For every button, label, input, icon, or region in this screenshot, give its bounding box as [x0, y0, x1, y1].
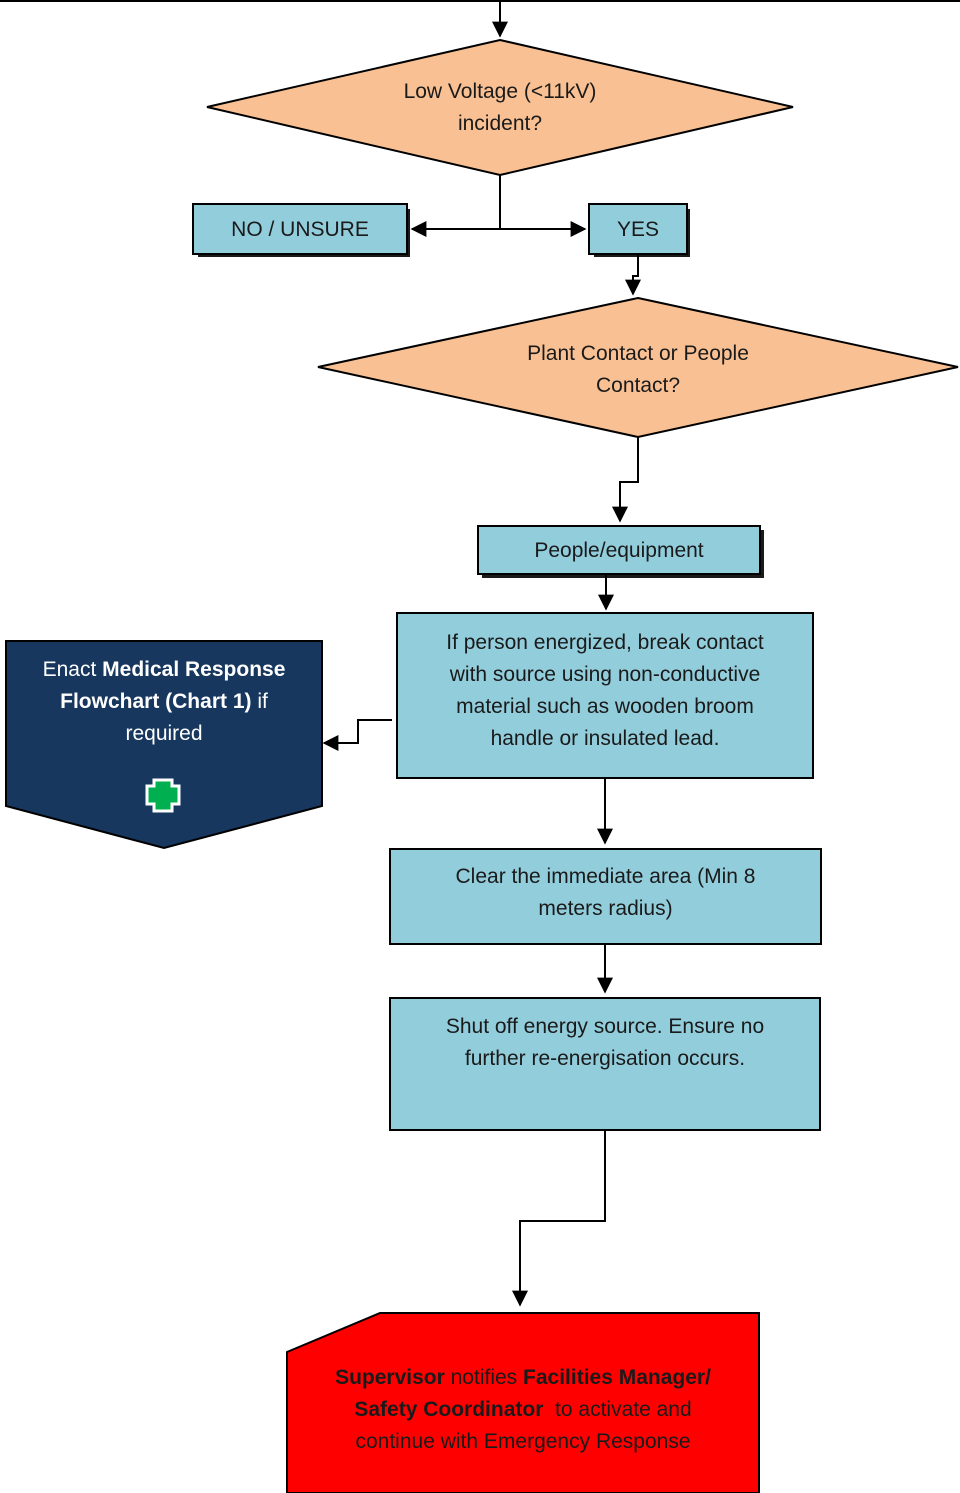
supervisor-line3: continue with Emergency Response	[355, 1430, 691, 1453]
connector-yes-to-decision2	[625, 254, 641, 296]
clear-area-text: Clear the immediate area (Min 8 meters r…	[390, 860, 821, 926]
break-contact-line3: material such as wooden broom	[456, 695, 754, 718]
decision2-line2: Contact?	[595, 374, 681, 397]
connector-shutoff-to-supervisor	[512, 1130, 606, 1307]
medical-response-text: Enact Medical Response Flowchart (Chart …	[10, 652, 318, 752]
decision-contact-type-text: Plant Contact or People Contact?	[468, 337, 808, 403]
break-contact-line4: handle or insulated lead.	[490, 727, 720, 750]
shut-off-line1: Shut off energy source. Ensure no	[445, 1015, 765, 1038]
supervisor-mid2: to activate and	[543, 1398, 692, 1421]
no-unsure-box	[192, 203, 408, 255]
medical-line3: required	[125, 722, 203, 745]
clear-area-box	[389, 848, 822, 945]
break-contact-box	[396, 612, 814, 779]
break-contact-line1: If person energized, break contact	[446, 631, 764, 654]
clear-area-line2: meters radius)	[538, 897, 673, 920]
decision1-line1: Low Voltage (<11kV)	[403, 80, 597, 103]
people-equipment-label: People/equipment	[534, 539, 704, 562]
medical-enact: Enact	[42, 658, 103, 681]
break-contact-text: If person energized, break contact with …	[397, 626, 813, 756]
medical-line1: Enact Medical Response	[43, 654, 286, 686]
connector-decision2-to-people	[612, 437, 639, 523]
decision2-line1: Plant Contact or People	[527, 342, 749, 365]
decision1-line2: incident?	[457, 112, 543, 135]
clear-area-line1: Clear the immediate area (Min 8	[455, 865, 756, 888]
supervisor-line1: Supervisor notifies Facilities Manager/	[335, 1362, 711, 1394]
connector-to-medical	[322, 719, 392, 751]
break-contact-line2: with source using non-conductive	[449, 663, 761, 686]
people-equipment-box	[477, 525, 761, 575]
medical-bold2: Flowchart (Chart 1)	[60, 690, 252, 713]
shut-off-box	[389, 997, 821, 1131]
yes-label: YES	[616, 218, 660, 241]
no-unsure-label: NO / UNSURE	[231, 218, 369, 241]
green-cross-icon	[145, 778, 181, 813]
supervisor-bold1: Supervisor	[335, 1366, 445, 1389]
supervisor-text: Supervisor notifies Facilities Manager/ …	[287, 1360, 759, 1460]
supervisor-bold3: Safety Coordinator	[354, 1398, 544, 1421]
shut-off-text: Shut off energy source. Ensure no furthe…	[390, 1010, 820, 1076]
medical-tail: if	[251, 690, 268, 713]
shut-off-line2: further re-energisation occurs.	[464, 1047, 746, 1070]
supervisor-bold2: Facilities Manager/	[523, 1366, 711, 1389]
medical-line2: Flowchart (Chart 1) if	[43, 686, 286, 718]
medical-bold1: Medical Response	[102, 658, 286, 681]
decision-low-voltage-text: Low Voltage (<11kV) incident?	[300, 75, 700, 141]
supervisor-mid1: notifies	[444, 1366, 524, 1389]
supervisor-card-shape	[286, 1312, 760, 1493]
supervisor-line2: Safety Coordinator to activate and	[335, 1394, 711, 1426]
medical-response-shape	[5, 640, 323, 850]
